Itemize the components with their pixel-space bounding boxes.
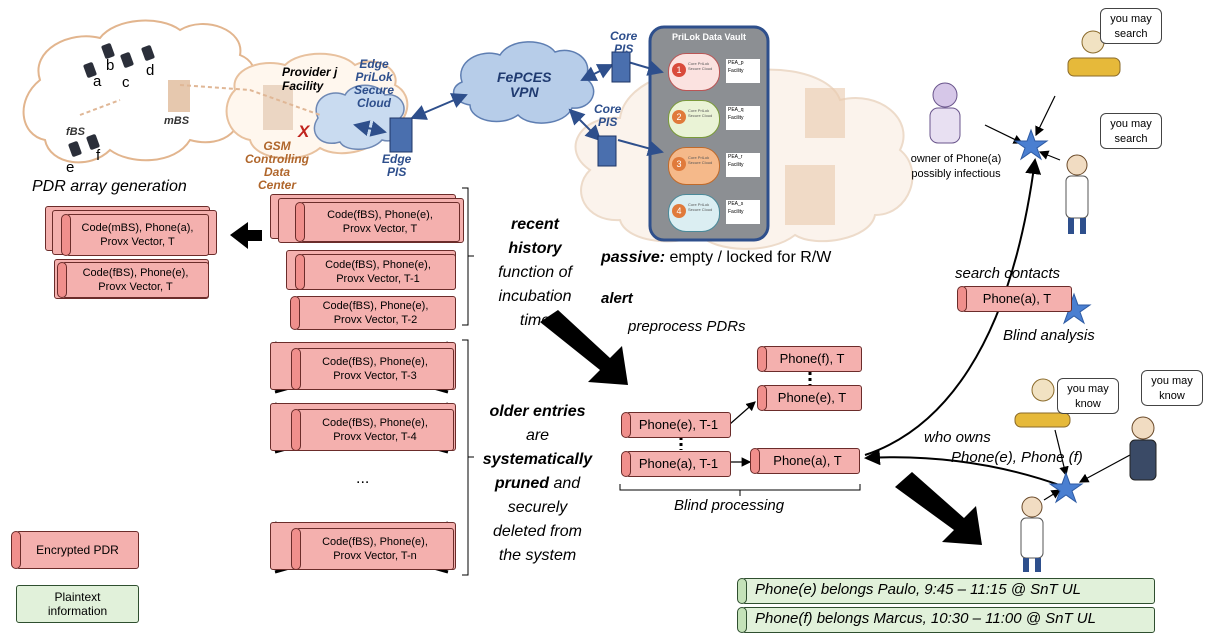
- phone-icons: [68, 43, 155, 157]
- who-owns-label: who owns Phone(e), Phone (f): [924, 429, 1083, 466]
- vault-cloud-text-1: Core PriLok Secure Cloud: [688, 61, 713, 71]
- array-pdr-1: Code(mBS), Phone(a),Provx Vector, T: [61, 214, 209, 256]
- legend-encrypted-pdr: Encrypted PDR: [11, 531, 139, 569]
- phone-label-e: e: [66, 159, 75, 176]
- passive-label: passive: empty / locked for R/W: [601, 249, 832, 266]
- vault-number-3: 3: [672, 157, 686, 171]
- doctor-figure-icon-top: [1065, 154, 1089, 234]
- phone-label-b: b: [106, 57, 115, 74]
- node-phone-f-t: Phone(f), T: [757, 346, 862, 372]
- old-pdr-tn: Code(fBS), Phone(e),Provx Vector, T-n: [291, 528, 454, 570]
- search-phone-a-t: Phone(a), T: [957, 286, 1072, 312]
- core-pis-server-1: [611, 51, 631, 83]
- ellipsis: ...: [356, 470, 370, 487]
- array-pdr-2: Code(fBS), Phone(e),Provx Vector, T: [57, 262, 209, 298]
- blind-analysis-label: Blind analysis: [1003, 327, 1095, 344]
- fbs-label: fBS: [66, 126, 85, 138]
- phone-label-d: d: [146, 62, 155, 79]
- recent-pdr-t1: Code(fBS), Phone(e),Provx Vector, T-1: [295, 254, 456, 290]
- vault-number-4: 4: [672, 204, 686, 218]
- mbs-building: [168, 80, 190, 112]
- recent-history-label: recent history function of incubation ti…: [498, 216, 572, 329]
- judge-figure-icon-bottom: [1014, 378, 1071, 428]
- mbs-label: mBS: [164, 115, 190, 127]
- vault-cloud-text-4: Core PriLok Secure Cloud: [688, 202, 713, 212]
- doctor-figure-icon-bottom: [1020, 496, 1044, 572]
- vault-number-2: 2: [672, 110, 686, 124]
- search-contacts-label: search contacts: [955, 265, 1061, 282]
- star-icon-top: [1013, 128, 1049, 161]
- big-arrow-down-right-1: [540, 310, 628, 385]
- vault-cloud-text-2: Core PriLok Secure Cloud: [688, 108, 713, 118]
- gsm-building: [263, 85, 293, 130]
- node-phone-e-t: Phone(e), T: [757, 385, 862, 411]
- server-building-2: [785, 165, 835, 225]
- vpn-cloud: [452, 41, 595, 124]
- recent-pdr-t2: Code(fBS), Phone(e),Provx Vector, T-2: [290, 296, 456, 330]
- vault-title: PriLok Data Vault: [671, 32, 747, 42]
- node-phone-a-t1: Phone(a), T-1: [621, 451, 731, 477]
- preprocess-label: preprocess PDRs: [628, 318, 746, 335]
- judge-figure-icon-top: [1067, 30, 1121, 77]
- scientist-figure-icon: [929, 82, 961, 144]
- node-phone-e-t1: Phone(e), T-1: [621, 412, 731, 438]
- older-entries-label: older entries are systematically pruned …: [482, 403, 593, 564]
- vault-cloud-text-3: Core PriLok Secure Cloud: [688, 155, 713, 165]
- vault-content: PriLok Data Vault 1 Core PriLok Secure C…: [650, 27, 768, 240]
- alert-label: alert: [601, 290, 633, 307]
- server-building-1: [805, 88, 845, 138]
- blind-processing-label: Blind processing: [674, 497, 785, 514]
- old-pdr-t4: Code(fBS), Phone(e),Provx Vector, T-4: [291, 409, 454, 451]
- star-icon-bottom: [1048, 471, 1084, 504]
- recent-pdr-t: Code(fBS), Phone(e),Provx Vector, T: [295, 202, 460, 242]
- result-row-1: Phone(e) belongs Paulo, 9:45 – 11:15 @ S…: [737, 578, 1155, 604]
- vault-number-1: 1: [672, 63, 686, 77]
- phone-label-c: c: [122, 74, 130, 91]
- big-arrow-right: [230, 222, 262, 249]
- left-cloud: [22, 19, 256, 164]
- edge-pis-server: [389, 117, 413, 153]
- phone-label-a: a: [93, 73, 102, 90]
- phone-label-f: f: [96, 147, 101, 164]
- node-phone-a-t: Phone(a), T: [750, 448, 860, 474]
- speaker-figure-icon: [1129, 416, 1157, 481]
- big-arrow-down-right-2: [895, 472, 982, 545]
- result-row-2: Phone(f) belongs Marcus, 10:30 – 11:00 @…: [737, 607, 1155, 633]
- blocked-x-icon: X: [298, 122, 310, 141]
- pdr-array-title: PDR array generation: [32, 178, 187, 195]
- owner-label: owner of Phone(a)possibly infectious: [910, 153, 1002, 180]
- core-pis-server-2: [597, 135, 617, 167]
- old-pdr-t3: Code(fBS), Phone(e),Provx Vector, T-3: [291, 348, 454, 390]
